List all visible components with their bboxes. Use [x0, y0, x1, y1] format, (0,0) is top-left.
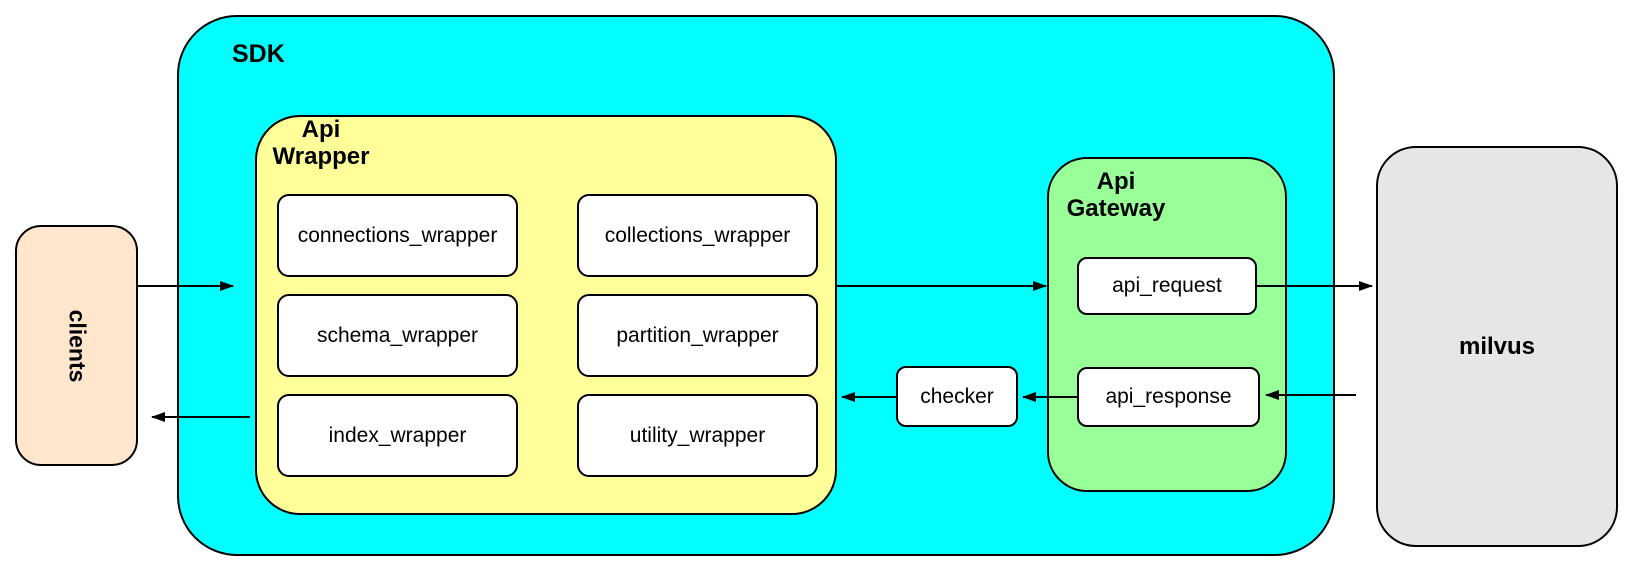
- connections-wrapper-node: connections_wrapper: [277, 194, 518, 277]
- checker-node: checker: [896, 366, 1018, 427]
- collections-wrapper-node: collections_wrapper: [577, 194, 818, 277]
- milvus-label: milvus: [1458, 332, 1536, 360]
- api-gateway-label-line1: Api: [1096, 168, 1136, 195]
- api-request-node: api_request: [1077, 257, 1257, 315]
- utility-wrapper-node: utility_wrapper: [577, 394, 818, 477]
- api-wrapper-label-line2: Wrapper: [272, 143, 370, 170]
- api-response-node: api_response: [1077, 367, 1260, 427]
- schema-wrapper-node: schema_wrapper: [277, 294, 518, 377]
- clients-node: clients: [15, 225, 138, 466]
- api-gateway-container: [1047, 157, 1287, 492]
- clients-label: clients: [64, 309, 90, 382]
- api-wrapper-label-line1: Api: [301, 116, 341, 143]
- sdk-label: SDK: [232, 40, 285, 68]
- partition-wrapper-node: partition_wrapper: [577, 294, 818, 377]
- api-gateway-label-line2: Gateway: [1066, 195, 1166, 222]
- api-gateway-label: Api Gateway: [1047, 168, 1185, 222]
- milvus-node: milvus: [1376, 146, 1618, 547]
- index-wrapper-node: index_wrapper: [277, 394, 518, 477]
- api-wrapper-label: Api Wrapper: [258, 116, 384, 170]
